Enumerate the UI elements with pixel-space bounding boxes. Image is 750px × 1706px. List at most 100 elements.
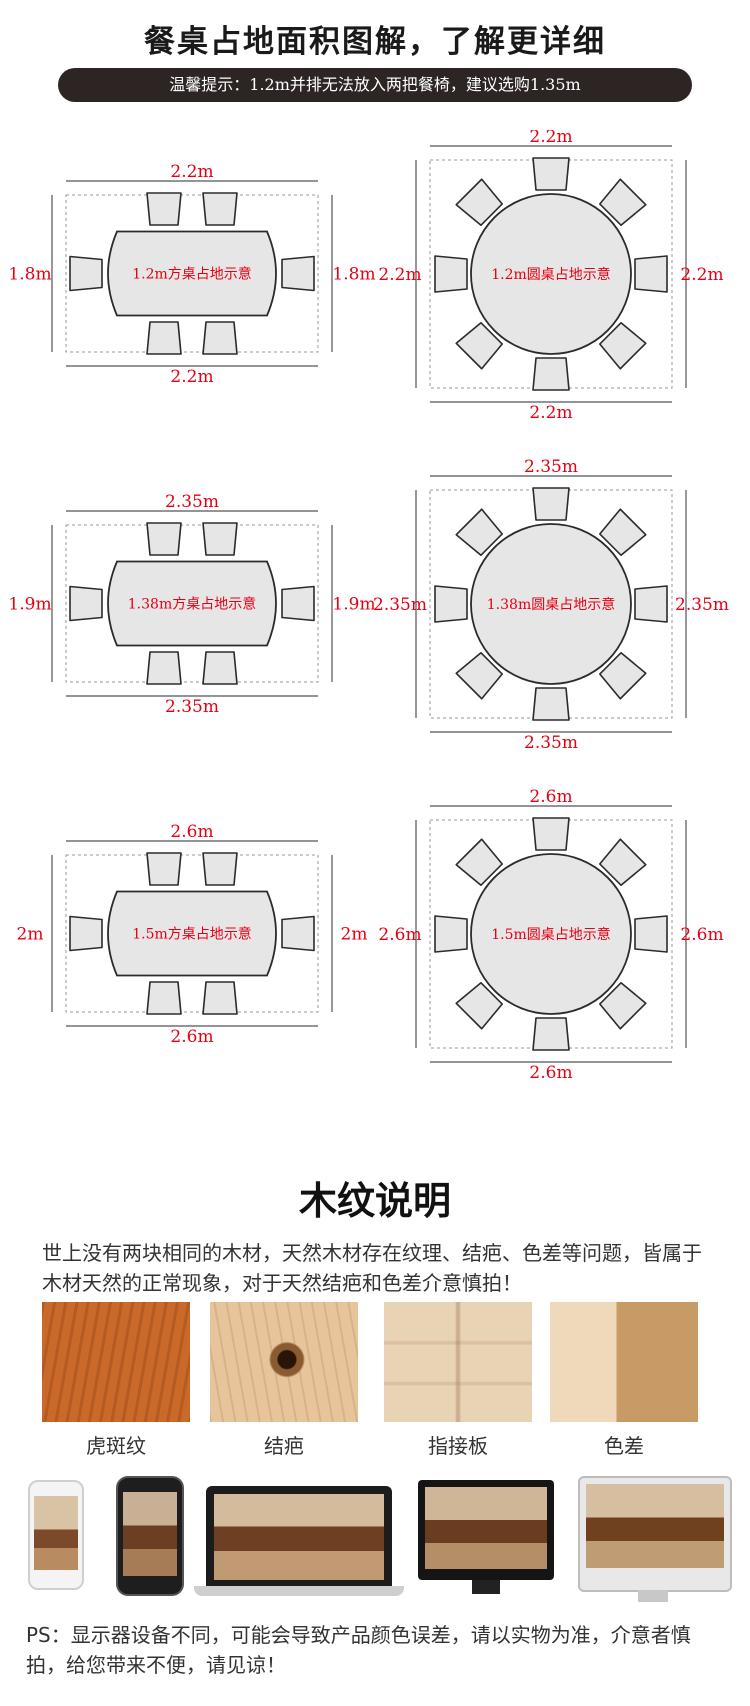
page-title: 餐桌占地面积图解，了解更详细 <box>144 24 606 60</box>
chair <box>634 255 668 293</box>
chair <box>281 585 315 622</box>
chair <box>532 1017 570 1051</box>
imac-stand <box>638 1590 668 1602</box>
chair <box>455 651 504 700</box>
wood-caption: 色差 <box>604 1434 644 1458</box>
chair <box>634 585 668 623</box>
chair <box>69 915 103 952</box>
wood-section-title: 木纹说明 <box>298 1179 451 1223</box>
wood-sample-color-difference <box>550 1302 698 1422</box>
wood-caption: 虎斑纹 <box>86 1434 146 1458</box>
dimension-bottom: 2.6m <box>170 1027 213 1047</box>
chair <box>532 487 570 521</box>
dimension-bottom: 2.6m <box>529 1063 572 1083</box>
chair <box>455 838 504 887</box>
monitor-stand <box>472 1580 500 1594</box>
wood-sample-finger-joint <box>384 1302 532 1422</box>
chair <box>598 508 647 557</box>
chair <box>598 981 647 1030</box>
monitor-icon <box>418 1480 554 1580</box>
chair <box>281 915 315 952</box>
chair <box>146 192 182 226</box>
round-table-shape <box>470 193 632 355</box>
chair <box>455 321 504 370</box>
table-label: 1.38m圆桌占地示意 <box>487 596 615 613</box>
area-outline <box>65 524 319 683</box>
wood-caption: 指接板 <box>428 1434 488 1458</box>
chair <box>532 157 570 191</box>
dimension-top: 2.6m <box>170 822 213 842</box>
area-outline <box>65 194 319 353</box>
chair <box>455 508 504 557</box>
table-label: 1.2m圆桌占地示意 <box>491 266 611 283</box>
dimension-top: 2.35m <box>165 492 219 512</box>
chair <box>146 852 182 886</box>
chair <box>455 981 504 1030</box>
chair <box>532 687 570 721</box>
laptop-base <box>194 1586 404 1596</box>
round-table-shape <box>470 523 632 685</box>
dimension-right: 2.35m <box>675 595 729 615</box>
table-label: 1.38m方桌占地示意 <box>128 596 256 613</box>
phone-white-icon <box>28 1480 84 1590</box>
dimension-left: 2.6m <box>378 925 421 945</box>
chair <box>202 981 238 1015</box>
dimension-right: 1.8m <box>332 265 375 285</box>
table-shape <box>107 230 277 317</box>
dimension-right: 1.9m <box>332 595 375 615</box>
tip-banner: 温馨提示：1.2m并排无法放入两把餐椅，建议选购1.35m <box>58 68 692 102</box>
imac-icon <box>578 1476 732 1592</box>
table-label: 1.5m圆桌占地示意 <box>491 926 611 943</box>
area-outline <box>65 854 319 1013</box>
dimension-left: 2.2m <box>378 265 421 285</box>
chair <box>69 255 103 292</box>
chair <box>598 838 647 887</box>
chair <box>598 651 647 700</box>
dimension-left: 2m <box>17 925 44 945</box>
chair <box>202 651 238 685</box>
dimension-right: 2.2m <box>680 265 723 285</box>
chair <box>455 178 504 227</box>
table-shape <box>107 890 277 977</box>
chair <box>598 321 647 370</box>
chair <box>202 522 238 556</box>
dimension-bottom: 2.2m <box>170 367 213 387</box>
chair <box>146 981 182 1015</box>
chair <box>202 321 238 355</box>
chair <box>434 915 468 953</box>
phone-black-icon <box>116 1476 184 1596</box>
chair <box>69 585 103 622</box>
display-notice: PS：显示器设备不同，可能会导致产品颜色误差，请以实物为准，介意者慎拍，给您带来… <box>26 1623 691 1677</box>
chair <box>532 817 570 851</box>
round-table-shape <box>470 853 632 1015</box>
chair <box>146 321 182 355</box>
dimension-bottom: 2.2m <box>529 403 572 423</box>
dimension-top: 2.35m <box>524 457 578 477</box>
wood-description: 世上没有两块相同的木材，天然木材存在纹理、结疤、色差等问题，皆属于木材天然的正常… <box>42 1241 702 1295</box>
chair <box>434 255 468 293</box>
wood-sample-tiger-stripe <box>42 1302 190 1422</box>
chair <box>146 651 182 685</box>
dimension-left: 1.9m <box>8 595 51 615</box>
laptop-icon <box>206 1486 392 1586</box>
dimension-bottom: 2.35m <box>524 733 578 753</box>
dimension-right: 2.6m <box>680 925 723 945</box>
dimension-top: 2.6m <box>529 787 572 807</box>
table-label: 1.2m方桌占地示意 <box>132 266 252 283</box>
chair <box>634 915 668 953</box>
dimension-top: 2.2m <box>170 162 213 182</box>
table-shape <box>107 560 277 647</box>
chair <box>202 852 238 886</box>
chair <box>598 178 647 227</box>
chair <box>532 357 570 391</box>
chair <box>146 522 182 556</box>
chair <box>434 585 468 623</box>
wood-caption: 结疤 <box>264 1434 304 1458</box>
table-label: 1.5m方桌占地示意 <box>132 926 252 943</box>
dimension-top: 2.2m <box>529 130 572 147</box>
wood-sample-knot <box>210 1302 358 1422</box>
chair <box>281 255 315 292</box>
dimension-right: 2m <box>341 925 368 945</box>
dimension-left: 1.8m <box>8 265 51 285</box>
